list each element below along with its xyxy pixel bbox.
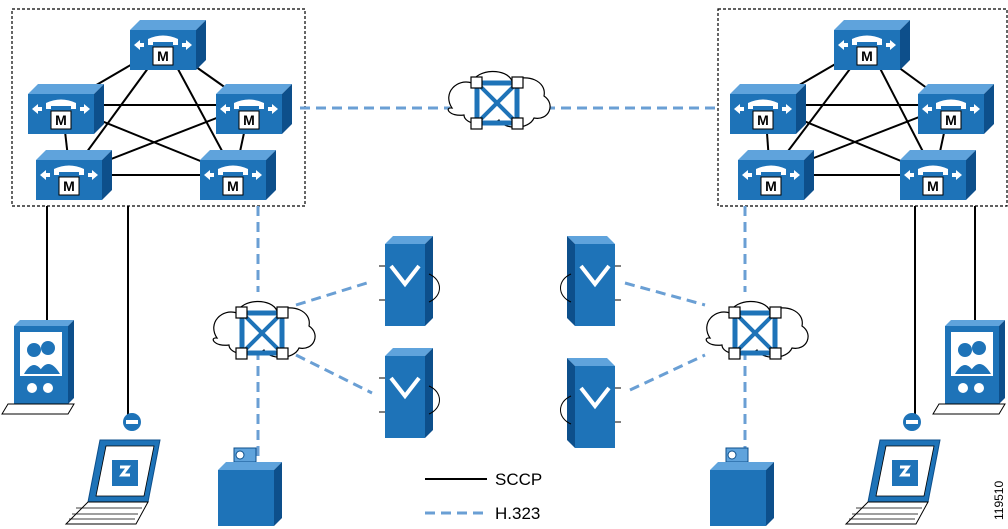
h323-links (256, 106, 747, 460)
call-manager-icon (899, 149, 977, 201)
gatekeeper-icon (377, 234, 442, 328)
call-manager-icon (35, 149, 113, 201)
video-terminal-icon (1, 319, 75, 415)
legend-sccp-label: SCCP (495, 470, 542, 489)
video-camera-icon (217, 447, 283, 527)
call-manager-icon (199, 149, 277, 201)
gatekeeper-icon (558, 234, 623, 328)
video-terminal-icon (932, 319, 1006, 415)
legend: SCCP H.323 (425, 470, 542, 523)
cloud-switch-icon (706, 301, 808, 359)
call-manager-icon (729, 83, 807, 135)
laptop-softphone-icon (844, 411, 942, 526)
video-camera-icon (709, 447, 775, 527)
figure-id: 119510 (992, 481, 1006, 520)
call-manager-icon (917, 83, 995, 135)
call-manager-icon (129, 19, 207, 71)
legend-h323-label: H.323 (495, 504, 540, 523)
call-manager-icon (737, 149, 815, 201)
gatekeeper-icon (558, 356, 623, 450)
call-manager-icon (215, 83, 293, 135)
cloud-switch-icon (213, 301, 315, 359)
gatekeeper-icon (377, 346, 442, 440)
laptop-softphone-icon (64, 411, 162, 526)
cloud-switch-icon (448, 71, 550, 129)
call-manager-icon (27, 83, 105, 135)
right-cluster-box (717, 8, 1008, 207)
call-manager-icon (833, 19, 911, 71)
